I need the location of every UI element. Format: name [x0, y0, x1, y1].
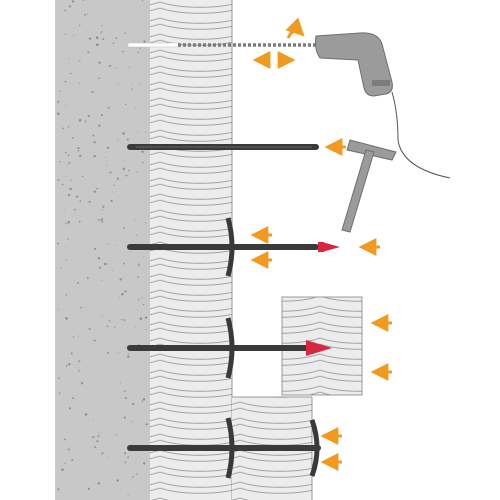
rotation-arrow-icon	[285, 17, 305, 39]
step-seat-anchor	[127, 417, 342, 479]
hammer-icon	[341, 139, 397, 233]
step-drill-hole	[127, 17, 451, 179]
anchor-plate	[225, 217, 235, 277]
drill-icon	[315, 32, 451, 179]
step-drive-nail	[127, 314, 392, 381]
step-insert-nail	[127, 217, 380, 277]
step-insert-anchor	[127, 138, 397, 233]
nail-red	[322, 242, 340, 252]
concrete-texture	[57, 0, 148, 497]
